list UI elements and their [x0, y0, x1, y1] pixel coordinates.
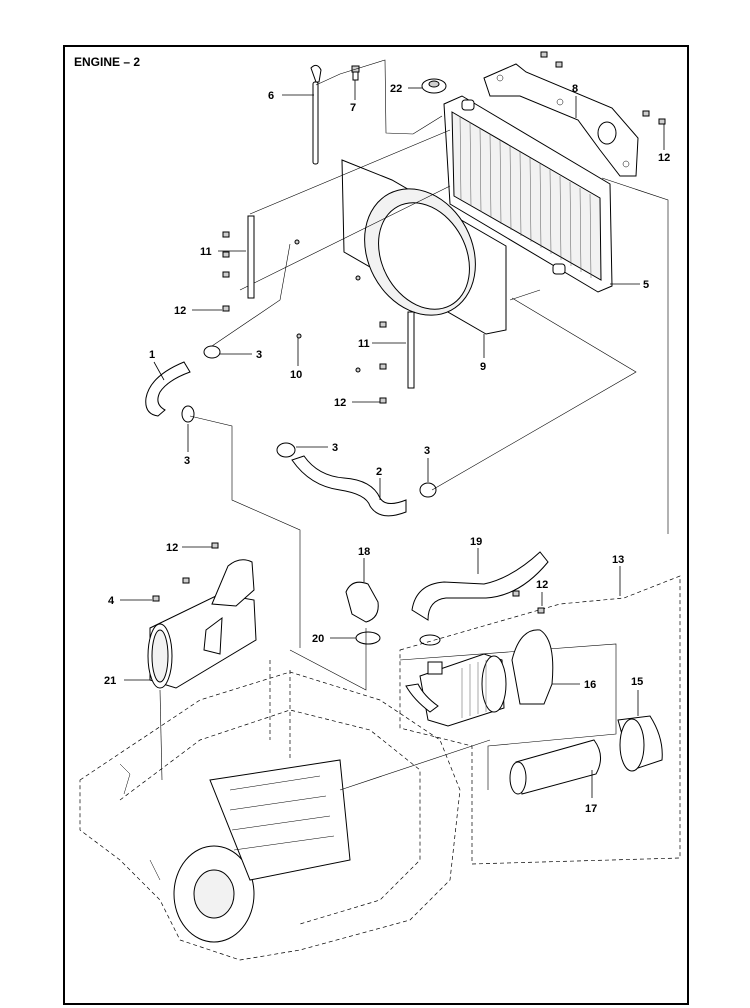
guide-line: [159, 689, 163, 781]
callout-5: 5: [643, 279, 649, 291]
guide-line: [189, 415, 301, 648]
callout-17: 17: [585, 803, 597, 815]
screw-part: [351, 65, 360, 81]
callout-18: 18: [358, 546, 370, 558]
fan-shroud-part: [341, 159, 507, 335]
mounting-strip-part: [222, 215, 415, 404]
upper-hose-part: [145, 345, 221, 423]
callout-19: 19: [470, 536, 482, 548]
callout-12: 12: [536, 579, 548, 591]
radiator-part: [443, 95, 613, 293]
leader-lines: [120, 80, 665, 798]
callout-11: 11: [358, 338, 370, 350]
callout-20: 20: [312, 633, 324, 645]
filter-element-part: [509, 739, 601, 795]
engine-reference-outline: [79, 660, 461, 961]
callout-12: 12: [658, 152, 670, 164]
lower-hose-part: [276, 442, 437, 517]
bolt-set-part: [540, 51, 666, 125]
callout-6: 6: [268, 90, 274, 102]
callout-12: 12: [334, 397, 346, 409]
callout-15: 15: [631, 676, 643, 688]
callout-21: 21: [104, 675, 116, 687]
radiator-cap-part: [421, 78, 447, 94]
callout-12: 12: [174, 305, 186, 317]
callout-16: 16: [584, 679, 596, 691]
callout-12: 12: [166, 542, 178, 554]
callout-8: 8: [572, 83, 578, 95]
callout-10: 10: [290, 369, 302, 381]
guide-line: [339, 739, 491, 791]
callout-3: 3: [184, 455, 190, 467]
intake-hose-part: [411, 551, 549, 646]
diagram-frame: [63, 45, 689, 1005]
filter-band-part: [511, 607, 554, 705]
air-filter-housing-part: [405, 653, 507, 727]
guide-line: [211, 243, 291, 347]
guide-line: [509, 289, 541, 301]
callout-3: 3: [424, 445, 430, 457]
callout-3: 3: [332, 442, 338, 454]
guide-line: [249, 129, 451, 215]
callout-9: 9: [480, 361, 486, 373]
callout-7: 7: [350, 102, 356, 114]
guide-line: [601, 177, 669, 534]
callout-2: 2: [376, 466, 382, 478]
guide-line: [315, 59, 443, 135]
callout-13: 13: [612, 554, 624, 566]
callout-11: 11: [200, 246, 212, 258]
assembly-boundary: [399, 575, 681, 865]
dipstick-part: [310, 64, 322, 165]
callout-4: 4: [108, 595, 115, 607]
end-cap-part: [617, 715, 663, 772]
guide-line: [239, 185, 451, 291]
intake-elbow-part: [345, 581, 381, 645]
guide-line: [289, 628, 367, 691]
callout-1: 1: [149, 349, 155, 361]
callout-22: 22: [390, 83, 402, 95]
muffler-part: [147, 542, 257, 689]
bracket-plate-part: [483, 63, 639, 177]
guide-line: [431, 297, 637, 491]
diagram-title: ENGINE – 2: [74, 55, 140, 69]
callout-3: 3: [256, 349, 262, 361]
